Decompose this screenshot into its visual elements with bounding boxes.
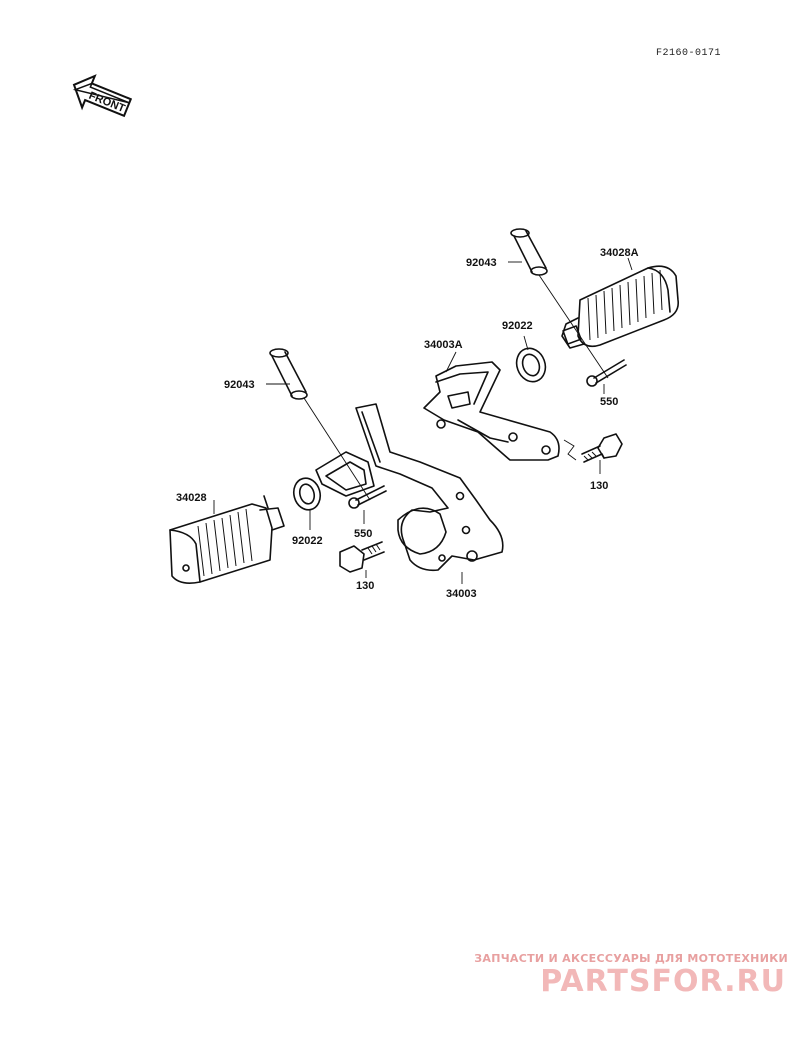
label-34003A: 34003A (424, 339, 463, 351)
washer-92022-right (515, 347, 547, 383)
pin-92043-left (269, 348, 371, 501)
label-92043-right: 92043 (466, 257, 497, 269)
cotter-pin-550-left (348, 485, 387, 509)
footpeg-34028 (169, 495, 285, 584)
label-34028A: 34028A (600, 247, 639, 259)
bolt-130-right (581, 433, 623, 463)
label-34028: 34028 (176, 492, 207, 504)
watermark-brand: PARTSFOR.RU (540, 964, 786, 999)
front-arrow-icon: FRONT (72, 74, 133, 118)
label-130-left: 130 (356, 580, 374, 592)
leader-lines (213, 257, 633, 584)
washer-92022-left (292, 477, 322, 511)
watermark-tagline: ЗАПЧАСТИ И АКСЕССУАРЫ ДЛЯ МОТОТЕХНИКИ (474, 952, 788, 965)
label-550-left: 550 (354, 528, 372, 540)
diagram-code: F2160-0171 (656, 48, 722, 59)
label-92022-right: 92022 (502, 320, 533, 332)
footpeg-34028A (561, 265, 680, 349)
bolt-130-left (339, 541, 385, 573)
label-550-right: 550 (600, 396, 618, 408)
label-92043-left: 92043 (224, 379, 255, 391)
cotter-pin-550-right (586, 359, 627, 387)
bracket-34003 (315, 403, 504, 572)
bracket-34003A (423, 361, 577, 461)
label-34003: 34003 (446, 588, 477, 600)
label-130-right: 130 (590, 480, 608, 492)
label-92022-left: 92022 (292, 535, 323, 547)
